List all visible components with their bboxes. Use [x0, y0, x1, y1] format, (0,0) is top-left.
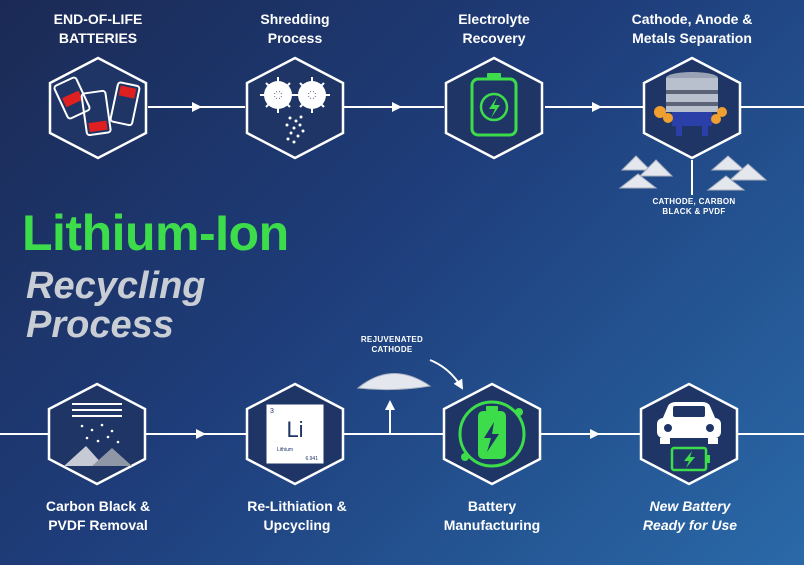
element-symbol: Li — [286, 417, 303, 442]
atomic-number: 3 — [270, 408, 274, 415]
top-flow-connectors — [148, 102, 804, 195]
bottom-flow-connectors — [0, 359, 804, 439]
powder-pile-icon — [64, 403, 132, 466]
step-label-electrolyte: Electrolyte Recovery — [458, 11, 530, 46]
title-line-2: Recycling — [26, 265, 206, 307]
step-label-carbon-black: Carbon Black & PVDF Removal — [45, 498, 151, 533]
step-label-separation: Cathode, Anode & Metals Separation — [631, 11, 753, 46]
charging-battery-icon — [470, 73, 518, 137]
title-line-1: Lithium-Ion — [22, 205, 289, 261]
title-line-3: Process — [26, 304, 174, 346]
step-label-relithiation: Re-Lithiation & Upcycling — [247, 498, 347, 533]
step-label-new-battery: New Battery Ready for Use — [642, 498, 738, 533]
hexagon-5 — [47, 382, 147, 486]
step-label-shredding: Shredding Process — [260, 11, 330, 46]
electric-car-icon — [657, 402, 721, 472]
recycle-battery-icon — [458, 400, 526, 468]
rejuvenated-label: REJUVENATED CATHODE — [360, 335, 424, 354]
separation-output-label: CATHODE, CARBON BLACK & PVDF — [652, 197, 736, 216]
arrow-rejuvenated-to-battery — [429, 359, 464, 390]
shredder-icon — [260, 77, 330, 144]
powder-piles — [618, 155, 768, 191]
element-name: Lithium — [277, 447, 293, 453]
rejuvenated-powder-pile — [356, 373, 432, 391]
step-label-end-of-life: END-OF-LIFE BATTERIES — [53, 11, 143, 46]
lithium-element-icon: 3 Li Lithium 6.941 — [265, 403, 325, 465]
sieve-machine-icon — [654, 72, 727, 136]
step-label-manufacturing: Battery Manufacturing — [443, 498, 541, 533]
batteries-icon — [53, 76, 141, 137]
element-mass: 6.941 — [305, 456, 318, 462]
